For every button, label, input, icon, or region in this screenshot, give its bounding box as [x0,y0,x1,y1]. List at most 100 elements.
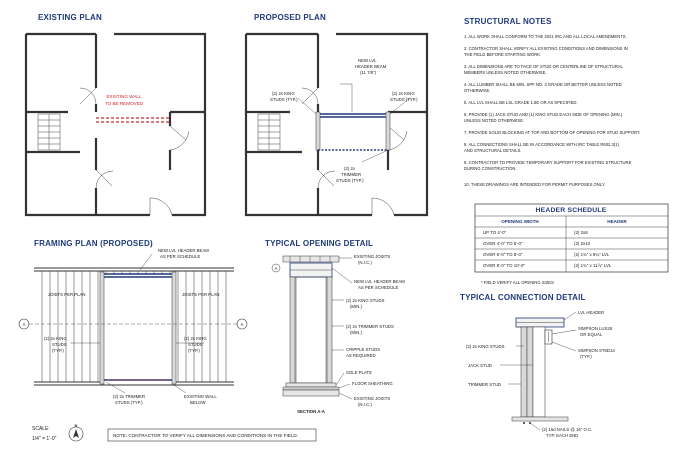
framing-king-left-1: (2) 2x KING [44,336,67,341]
note-line: MEMBERS UNLESS NOTED OTHERWISE. [464,70,547,75]
connection-strap-1: SIMPSON ST6D14 [578,348,615,353]
opening-detail-title: TYPICAL OPENING DETAIL [265,239,373,248]
proposed-header-label-1: NEW LVL [358,58,377,63]
framing-trimmer-1: (2) 2x TRIMMER [113,394,145,399]
connection-strap-2: (TYP.) [580,354,592,359]
opening-existing-joists-1: EXISTING JOISTS [354,396,390,401]
note-line: 9. CONTRACTOR TO PROVIDE TEMPORARY SUPPO… [464,160,632,165]
connection-detail-drawing [500,311,577,431]
proposed-king-left-2: STUDS (TYP.) [270,97,298,102]
opening-header-1: NEW LVL HEADER BEAM [354,279,405,284]
existing-plan-title: EXISTING PLAN [38,13,102,22]
proposed-trimmer-3: STUDS (TYP.) [336,178,364,183]
note-line: AND STRUCTURAL DETAILS. [464,148,521,153]
field-note-text: NOTE: CONTRACTOR TO VERIFY ALL DIMENSION… [113,433,298,438]
connection-king-studs: (2) 2x KING STUDS [466,344,505,349]
schedule-col-opening: OPENING WIDTH [501,219,539,224]
existing-plan-drawing [24,32,207,217]
note-line: UNLESS NOTED OTHERWISE. [464,118,524,123]
scale-value: 1/4" = 1'-0" [32,436,57,442]
wall-removed-label-line1: EXISTING WALL [106,94,142,99]
framing-header-1: NEW LVL HEADER BEAM [158,248,209,253]
field-note-box [107,428,317,442]
grid-bubble-a-right: A [241,322,244,327]
north-arrow-icon [68,426,84,442]
connection-nails-1: (2) 16d NAILS @ 16" O.C. [542,427,592,432]
opening-king-1: (2) 2x KING STUDS [346,298,385,303]
schedule-cell-opening: OVER 4'-0" TO 6'-0" [483,241,523,246]
schedule-cell-opening: OVER 6'-0" TO 8'-0" [483,252,523,257]
schedule-cell-header: (2) 2x8 [574,230,588,235]
framing-plan-title: FRAMING PLAN (PROPOSED) [34,239,153,248]
note-line: 3. ALL DIMENSIONS ARE TO FACE OF STUD OR… [464,64,624,69]
proposed-header-label-2: HEADER BEAM [355,64,387,69]
schedule-cell-header: (2) 1¾" x 11⅞" LVL [574,263,612,268]
connection-detail-title: TYPICAL CONNECTION DETAIL [460,293,586,302]
framing-king-right-2: STUDS [188,342,203,347]
opening-trimmer-2: (MIN.) [350,330,363,335]
proposed-header-label-3: (11 7/8") [360,70,377,75]
proposed-king-right-2: STUDS (TYP.) [390,97,418,102]
opening-joists-2: (N.I.C.) [358,260,372,265]
connection-hanger-2: OR EQUAL [580,332,603,337]
schedule-cell-opening: OVER 8'-0" TO 10'-0" [483,263,525,268]
opening-cripple-1: CRIPPLE STUDS [346,347,380,352]
opening-sole-plate: SOLE PLATE [346,370,372,375]
note-line: THE FIELD BEFORE STARTING WORK. [464,52,541,57]
opening-header-2: AS PER SCHEDULE [358,285,398,290]
framing-joists-right: JOISTS PER PLAN [182,292,220,297]
schedule-cell-opening: UP TO 4'-0" [483,230,507,235]
schedule-col-header: HEADER [607,219,627,224]
note-line: 7. PROVIDE SOLID BLOCKING AT TOP AND BOT… [464,130,640,135]
proposed-trimmer-1: (2) 2x [344,166,356,171]
schedule-cell-header: (2) 2x10 [574,241,591,246]
proposed-trimmer-2: TRIMMER [341,172,361,177]
schedule-footnote: * FIELD VERIFY ALL OPENING SIZES [481,280,554,285]
opening-joists-1: EXISTING JOISTS [354,254,390,259]
wall-removed-label-line2: TO BE REMOVED [105,101,144,106]
connection-lvl-header: LVL HEADER [578,310,604,315]
connection-trimmer-stud: TRIMMER STUD [468,382,501,387]
framing-plan-drawing [18,253,248,394]
framing-trimmer-2: STUDS (TYP.) [115,400,143,405]
framing-header-2: AS PER SCHEDULE [160,254,200,259]
note-line: OTHERWISE. [464,88,490,93]
note-line: 6. PROVIDE (1) JACK STUD AND (1) KING ST… [464,112,623,117]
structural-notes-title: STRUCTURAL NOTES [464,17,552,26]
scale-label: SCALE: [32,426,50,432]
proposed-plan-drawing [244,32,429,217]
section-a-a-label: SECTION A-A [297,409,325,414]
framing-wall-2: BELOW [190,400,206,405]
opening-trimmer-1: (2) 2x TRIMMER STUDS [346,324,394,329]
note-line: 5. ALL LVL SHALL BE LSL GRADE 1.8E OR AS… [464,100,578,105]
proposed-king-right-1: (2) 2x KING [392,91,415,96]
opening-existing-joists-2: (N.I.C.) [358,402,372,407]
grid-bubble-a-left: A [23,322,26,327]
note-line: 10. THESE DRAWINGS ARE INTENDED FOR PERM… [464,182,605,187]
note-line: 4. ALL LUMBER SHALL BE MIN. SPF NO. 2 GR… [464,82,622,87]
connection-nails-2: TYP. EACH END [546,433,578,438]
framing-king-right-1: (2) 2x KING [184,336,207,341]
framing-king-left-2: STUDS [52,342,67,347]
note-line: 1. ALL WORK SHALL CONFORM TO THE 2021 IR… [464,34,627,39]
framing-wall-1: EXISTING WALL [184,394,217,399]
header-schedule-table [474,203,669,273]
note-line: DURING CONSTRUCTION. [464,166,517,171]
framing-king-left-3: (TYP.) [52,348,64,353]
opening-cripple-2: AS REQUIRED [346,353,376,358]
opening-king-2: (MIN.) [350,304,363,309]
header-schedule-title: HEADER SCHEDULE [536,207,607,214]
connection-jack-stud: JACK STUD [468,363,492,368]
structural-notes-list: 1. ALL WORK SHALL CONFORM TO THE 2021 IR… [464,34,640,187]
opening-floor-sheathing: FLOOR SHEATHING [352,381,393,386]
schedule-cell-header: (2) 1¾" x 9¼" LVL [574,252,610,257]
framing-joists-left: JOISTS PER PLAN [48,292,86,297]
north-label: N [75,423,78,428]
note-line: 8. ALL CONNECTIONS SHALL BE IN ACCORDANC… [464,142,620,147]
section-bubble-a: A [275,266,278,271]
note-line: 2. CONTRACTOR SHALL VERIFY ALL EXISTING … [464,46,628,51]
opening-detail-drawing [271,255,353,400]
proposed-king-left-1: (2) 2x KING [272,91,295,96]
proposed-plan-title: PROPOSED PLAN [254,13,326,22]
